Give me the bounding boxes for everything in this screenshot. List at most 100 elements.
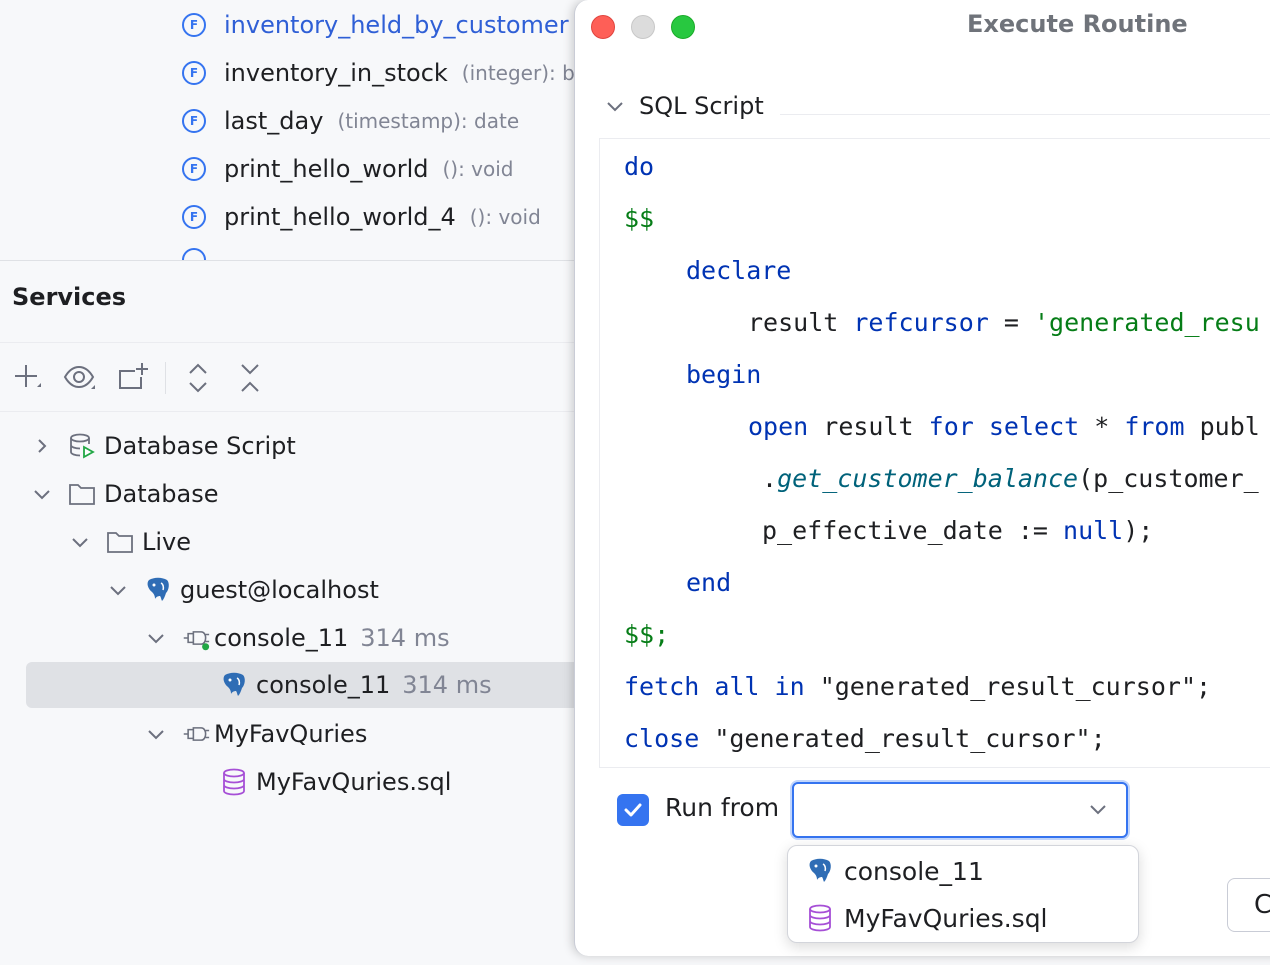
execution-time: 314 ms [402, 671, 492, 699]
view-options-button[interactable] [60, 358, 100, 398]
option-myfavquries-sql[interactable]: MyFavQuries.sql [806, 898, 1048, 938]
database-script-icon [68, 432, 96, 460]
minimize-window-button[interactable] [631, 15, 655, 39]
chevron-down-icon[interactable] [146, 724, 166, 744]
dialog-action-button[interactable]: C [1227, 878, 1270, 932]
expand-all-button[interactable] [178, 358, 218, 398]
function-icon: F [182, 157, 206, 181]
console-connected-icon [182, 624, 210, 652]
function-icon [182, 248, 212, 260]
tree-item-console-11-session[interactable]: console_11 314 ms [146, 616, 450, 660]
chevron-down-icon[interactable] [108, 580, 128, 600]
tree-item-label: Live [142, 528, 192, 556]
run-from-dropdown[interactable] [792, 782, 1128, 838]
close-window-button[interactable] [591, 15, 615, 39]
function-icon: F [182, 205, 206, 229]
chevron-right-icon[interactable] [32, 436, 52, 456]
console-icon [182, 720, 210, 748]
routine-item[interactable]: F print_hello_world_4 (): void [182, 202, 541, 232]
routine-signature: (): void [469, 205, 541, 229]
code-line: end [686, 568, 732, 597]
postgresql-icon [806, 857, 834, 885]
tree-item-label: console_11 [214, 624, 349, 652]
routine-signature: (timestamp): date [337, 109, 520, 133]
postgresql-icon [144, 576, 172, 604]
code-line: fetch all in "generated_result_cursor"; [624, 672, 1212, 701]
services-toolbar [0, 352, 575, 402]
routine-item[interactable]: F last_day (timestamp): date [182, 106, 519, 136]
eye-icon [63, 365, 95, 389]
tree-item-myfavquries-sql[interactable]: MyFavQuries.sql [220, 760, 451, 804]
folder-icon [106, 528, 134, 556]
function-icon: F [182, 109, 206, 133]
chevron-down-icon [1090, 805, 1106, 815]
tree-item-label: Database Script [104, 432, 296, 460]
routine-name: print_hello_world [224, 155, 429, 183]
option-label: MyFavQuries.sql [844, 903, 1048, 933]
execute-routine-dialog: Execute Routine SQL Script do $$ declare… [574, 0, 1270, 956]
collapse-all-icon [241, 364, 259, 392]
section-divider [780, 114, 1270, 115]
code-line: do [624, 152, 655, 181]
code-line: declare [686, 256, 792, 285]
zoom-window-button[interactable] [671, 15, 695, 39]
run-from-label: Run from [665, 793, 780, 822]
ide-background: F inventory_held_by_customer F inventory… [0, 0, 575, 965]
chevron-down-icon[interactable] [146, 628, 166, 648]
services-title: Services [12, 283, 127, 311]
checkmark-icon [624, 803, 642, 817]
routine-signature: (): void [442, 157, 514, 181]
expand-all-icon [189, 363, 207, 393]
postgresql-icon [220, 671, 248, 699]
tree-item-label: Database [104, 480, 219, 508]
tree-item-guest-localhost[interactable]: guest@localhost [108, 568, 379, 612]
code-line: begin [686, 360, 762, 389]
tree-item-console-11[interactable]: console_11 314 ms [26, 662, 575, 708]
code-line: .get_customer_balance(p_customer_ [762, 464, 1259, 493]
sql-script-editor[interactable]: do $$ declare result refcursor = 'genera… [599, 138, 1270, 768]
code-line: open result for select * from publ [748, 412, 1260, 441]
dialog-title: Execute Routine [967, 10, 1188, 38]
tree-item-live[interactable]: Live [70, 520, 191, 564]
add-service-button[interactable] [8, 358, 48, 398]
sql-file-icon [220, 768, 248, 796]
execution-time: 314 ms [360, 624, 450, 652]
folder-icon [68, 480, 96, 508]
code-line: $$; [624, 620, 670, 649]
routines-list: F inventory_held_by_customer F inventory… [0, 0, 575, 260]
tree-item-database[interactable]: Database [32, 472, 219, 516]
toolbar-separator [165, 362, 166, 394]
function-icon: F [182, 13, 206, 37]
tree-item-label: MyFavQuries [214, 720, 368, 748]
routine-item[interactable]: F print_hello_world (): void [182, 154, 514, 184]
routine-item[interactable]: F inventory_in_stock (integer): b [182, 58, 575, 88]
routine-name: inventory_held_by_customer [224, 11, 569, 39]
run-from-options-popup: console_11 MyFavQuries.sql [787, 845, 1139, 943]
function-icon: F [182, 61, 206, 85]
run-from-checkbox[interactable] [617, 794, 649, 826]
sql-file-icon [806, 904, 834, 932]
toolbar-divider [0, 411, 575, 412]
chevron-down-icon[interactable] [70, 532, 90, 552]
sql-script-section-toggle[interactable]: SQL Script [605, 92, 764, 120]
code-line: $$ [624, 204, 655, 233]
tree-item-database-script[interactable]: Database Script [32, 424, 296, 468]
add-icon [15, 365, 41, 387]
tree-item-label: guest@localhost [180, 576, 379, 604]
routine-name: inventory_in_stock [224, 59, 448, 87]
code-line: close "generated_result_cursor"; [624, 724, 1106, 753]
toolbar-divider [0, 342, 575, 343]
code-line: p_effective_date := null); [762, 516, 1154, 545]
chevron-down-icon[interactable] [32, 484, 52, 504]
collapse-all-button[interactable] [230, 358, 270, 398]
routine-item[interactable]: F inventory_held_by_customer [182, 10, 569, 40]
new-tab-button[interactable] [112, 358, 152, 398]
new-tab-icon [119, 363, 148, 389]
chevron-down-icon [607, 102, 623, 112]
tree-item-myfavquries[interactable]: MyFavQuries [146, 712, 367, 756]
tree-item-label: MyFavQuries.sql [256, 768, 452, 796]
tree-item-label: console_11 [256, 671, 391, 699]
section-title: SQL Script [639, 92, 764, 120]
panel-divider[interactable] [0, 260, 575, 261]
option-console-11[interactable]: console_11 [806, 851, 984, 891]
